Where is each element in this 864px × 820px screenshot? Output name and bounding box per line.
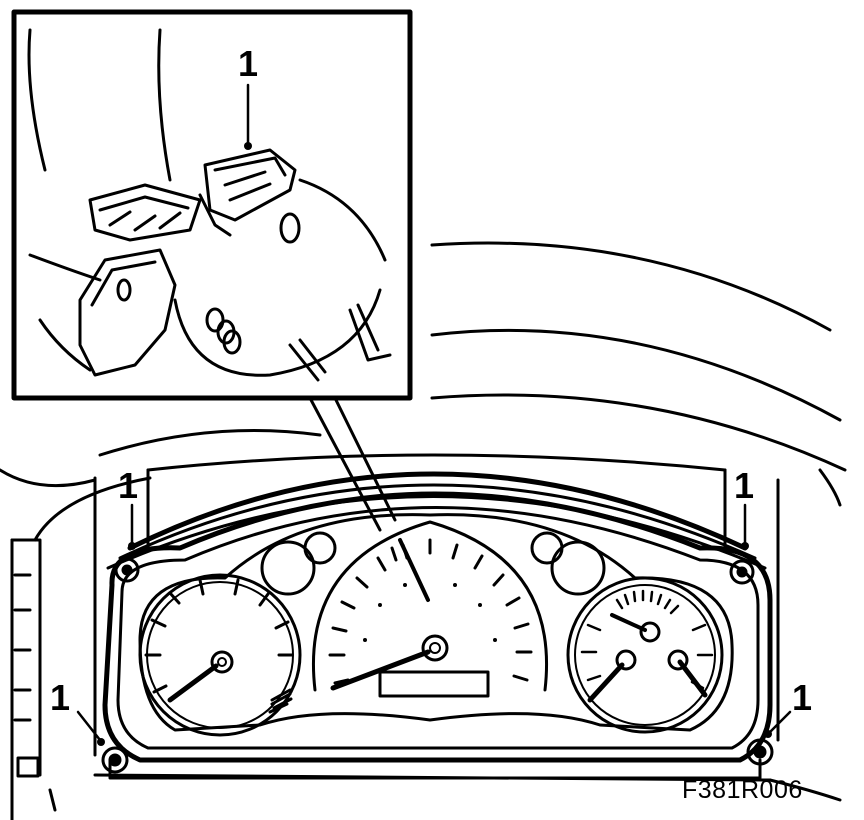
screw-bottom-left <box>101 746 129 774</box>
callout-top-left-number: 1 <box>118 465 139 506</box>
inset-detail <box>11 9 413 532</box>
callout-leaders <box>76 453 792 757</box>
cluster-housing <box>93 471 773 782</box>
callout-bottom-right-number: 1 <box>792 677 813 718</box>
screw-top-right <box>729 559 755 585</box>
dashboard-contours <box>33 241 847 812</box>
callout-inset-number: 1 <box>238 43 259 84</box>
left-dash-panel <box>0 468 97 820</box>
figure-code: F381R006 <box>682 776 803 804</box>
warning-lamps <box>260 531 606 596</box>
callout-top-right-number: 1 <box>734 465 755 506</box>
tachometer-gauge <box>138 573 302 737</box>
screw-bottom-right <box>746 738 774 766</box>
screw-top-left <box>114 557 140 583</box>
fuel-temp-gauge <box>566 576 724 734</box>
callout-bottom-left-number: 1 <box>50 677 71 718</box>
mounting-screws <box>101 557 774 774</box>
speedometer-gauge <box>312 520 548 698</box>
